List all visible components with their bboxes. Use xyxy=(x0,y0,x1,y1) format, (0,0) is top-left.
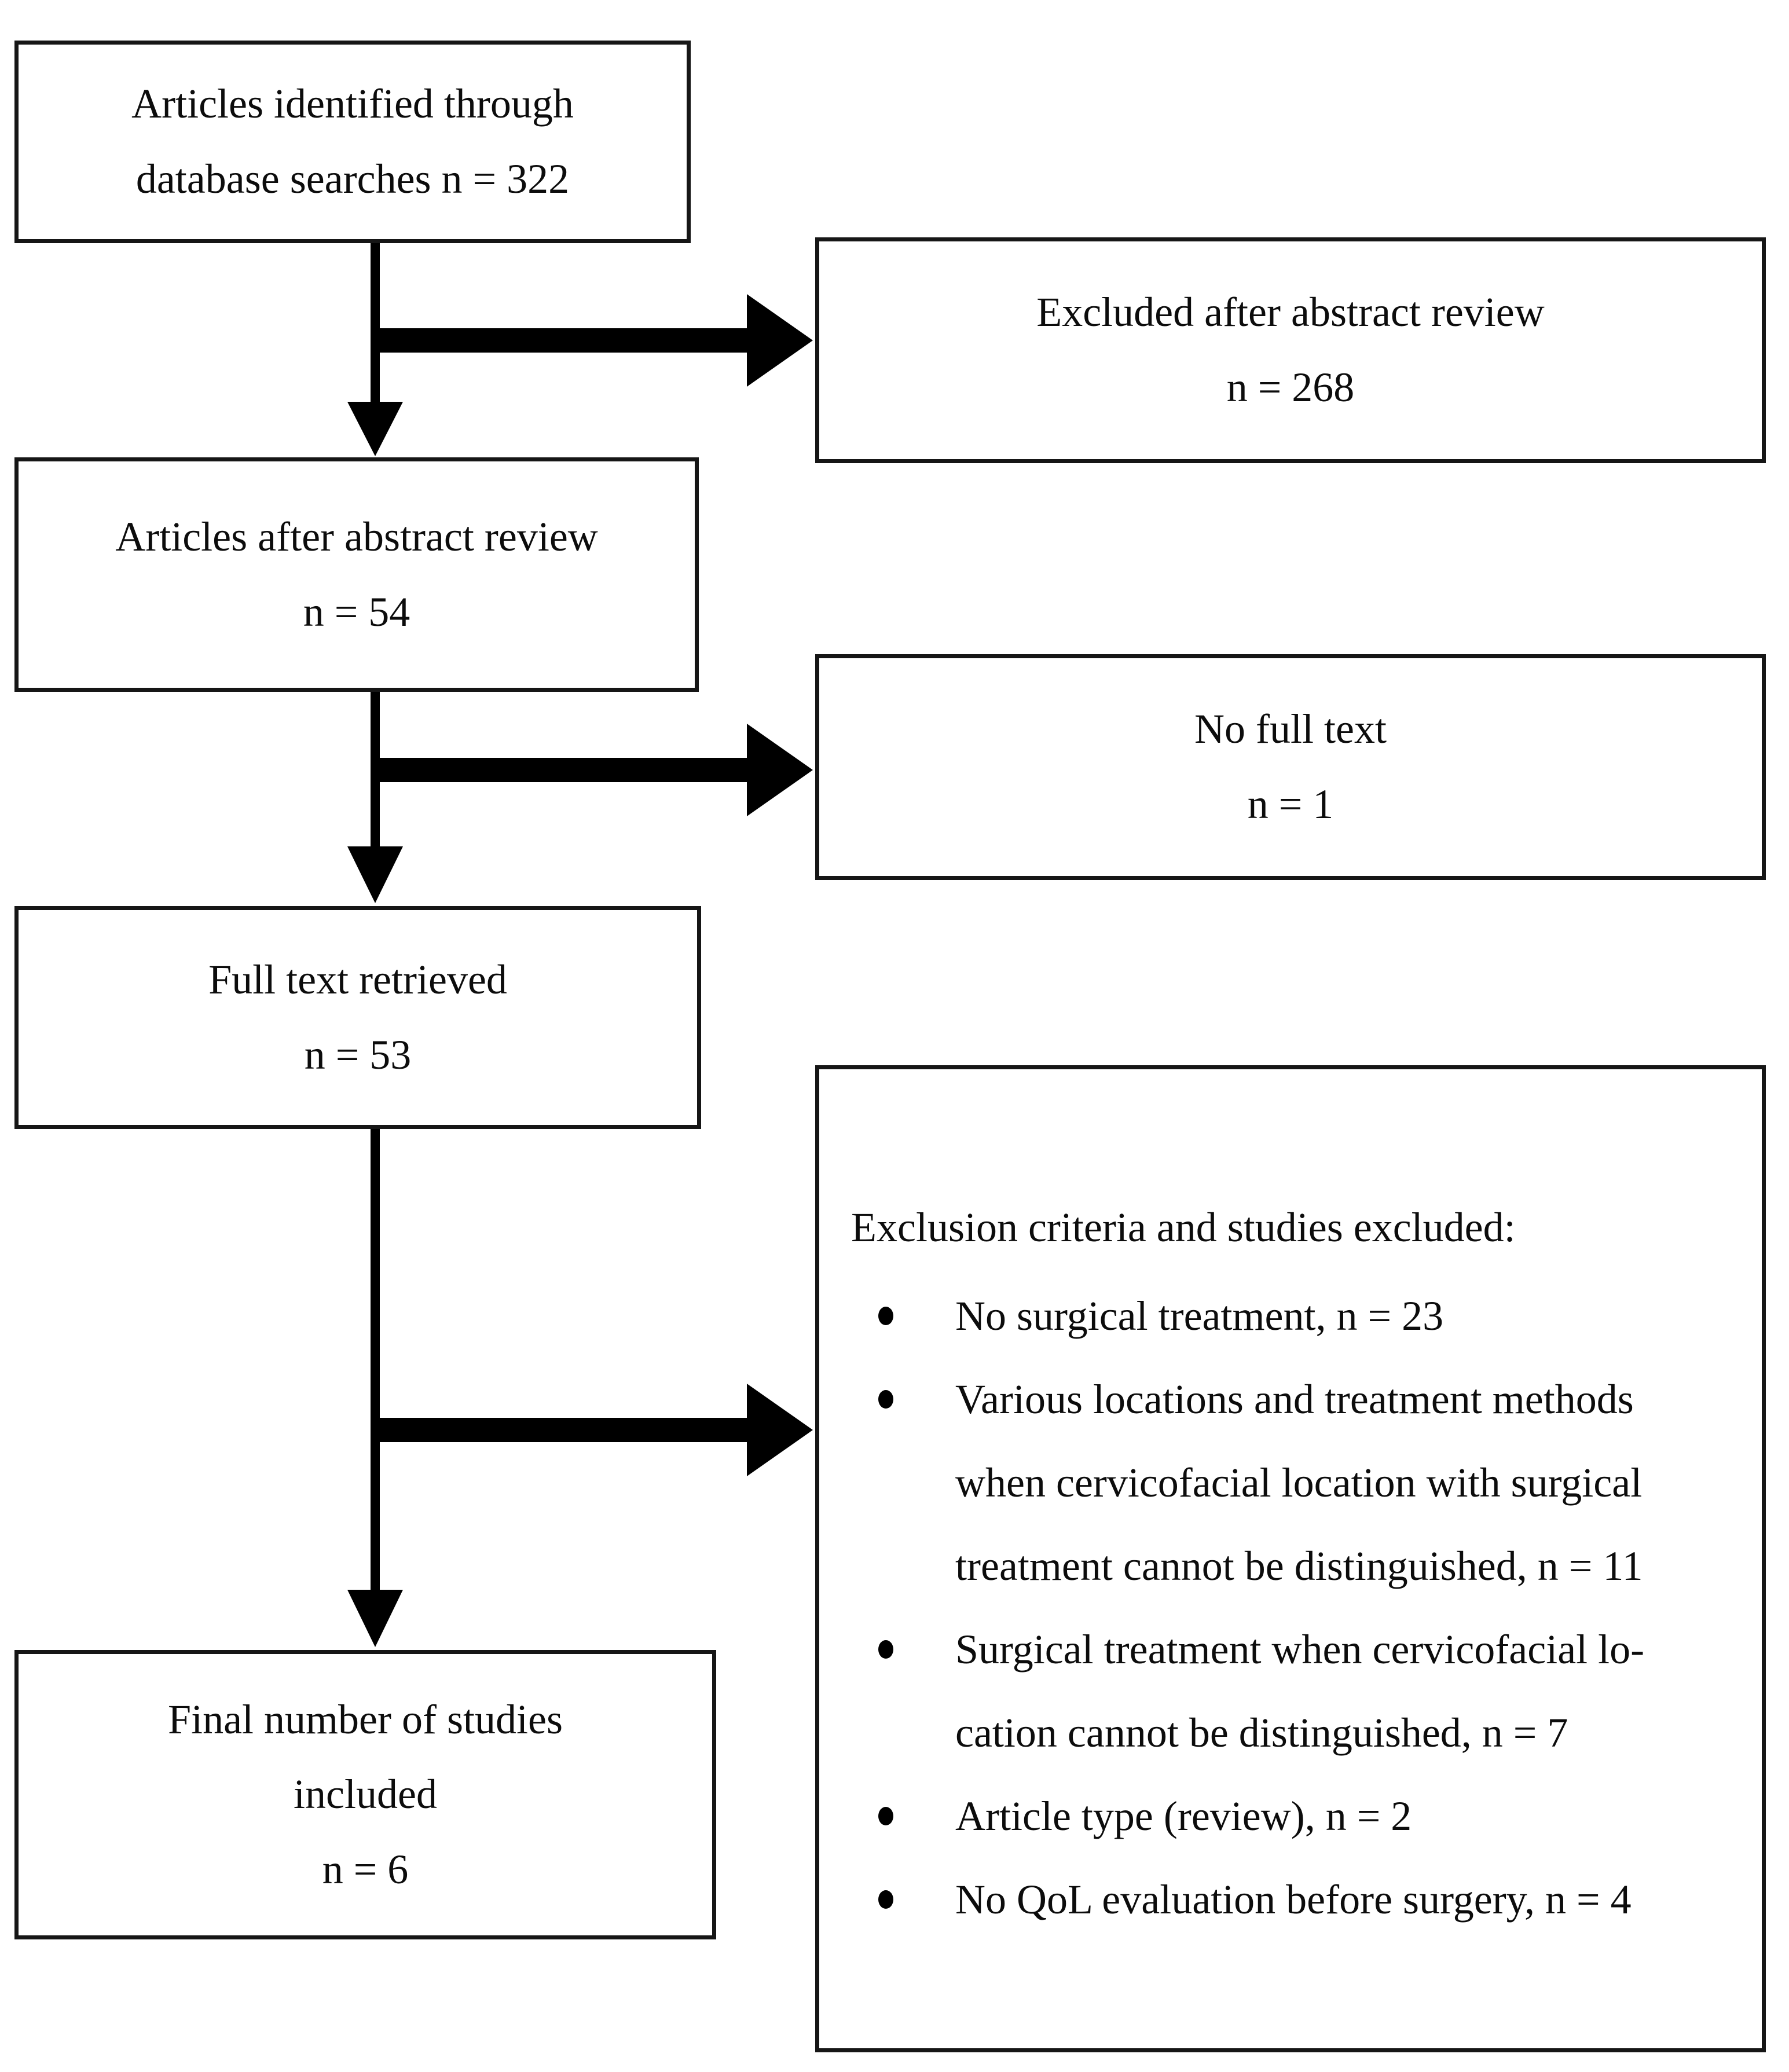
box-exclusion-criteria: Exclusion criteria and studies excluded:… xyxy=(815,1065,1766,2052)
box-articles-identified: Articles identified through database sea… xyxy=(14,41,691,243)
box-no-full-text-text: No full text n = 1 xyxy=(1194,706,1387,827)
down-arrow-3 xyxy=(347,1129,403,1647)
down-arrow-2 xyxy=(347,692,403,903)
box-articles-after-abstract-review-text: Articles after abstract review n = 54 xyxy=(115,513,598,635)
down-arrow-1 xyxy=(347,243,403,456)
exclusion-criteria-heading: Exclusion criteria and studies excluded: xyxy=(851,1204,1516,1251)
box-no-full-text: No full text n = 1 xyxy=(815,654,1766,880)
exclusion-item-article-type-review: Article type (review), n = 2 xyxy=(877,1774,1721,1858)
exclusion-item-no-surgical-treatment: No surgical treatment, n = 23 xyxy=(877,1274,1721,1358)
exclusion-criteria-list: No surgical treatment, n = 23 Various lo… xyxy=(851,1274,1721,1941)
box-full-text-retrieved: Full text retrieved n = 53 xyxy=(14,906,701,1129)
right-arrow-1 xyxy=(371,294,813,387)
box-articles-identified-text: Articles identified through database sea… xyxy=(131,80,574,202)
right-arrow-3 xyxy=(371,1384,813,1476)
box-excluded-after-abstract-review: Excluded after abstract review n = 268 xyxy=(815,237,1766,463)
exclusion-item-surgical-treatment-indistinguishable: Surgical treatment when cervicofacial lo… xyxy=(877,1608,1721,1774)
box-final-studies-included-text: Final number of studies included n = 6 xyxy=(168,1696,563,1893)
right-arrow-2 xyxy=(371,724,813,816)
box-articles-after-abstract-review: Articles after abstract review n = 54 xyxy=(14,457,699,692)
box-final-studies-included: Final number of studies included n = 6 xyxy=(14,1650,716,1939)
box-full-text-retrieved-text: Full text retrieved n = 53 xyxy=(208,956,507,1078)
exclusion-item-various-locations: Various locations and treatment methods … xyxy=(877,1358,1721,1608)
exclusion-item-no-qol-evaluation: No QoL evaluation before surgery, n = 4 xyxy=(877,1858,1721,1941)
box-excluded-after-abstract-review-text: Excluded after abstract review n = 268 xyxy=(1036,289,1545,410)
